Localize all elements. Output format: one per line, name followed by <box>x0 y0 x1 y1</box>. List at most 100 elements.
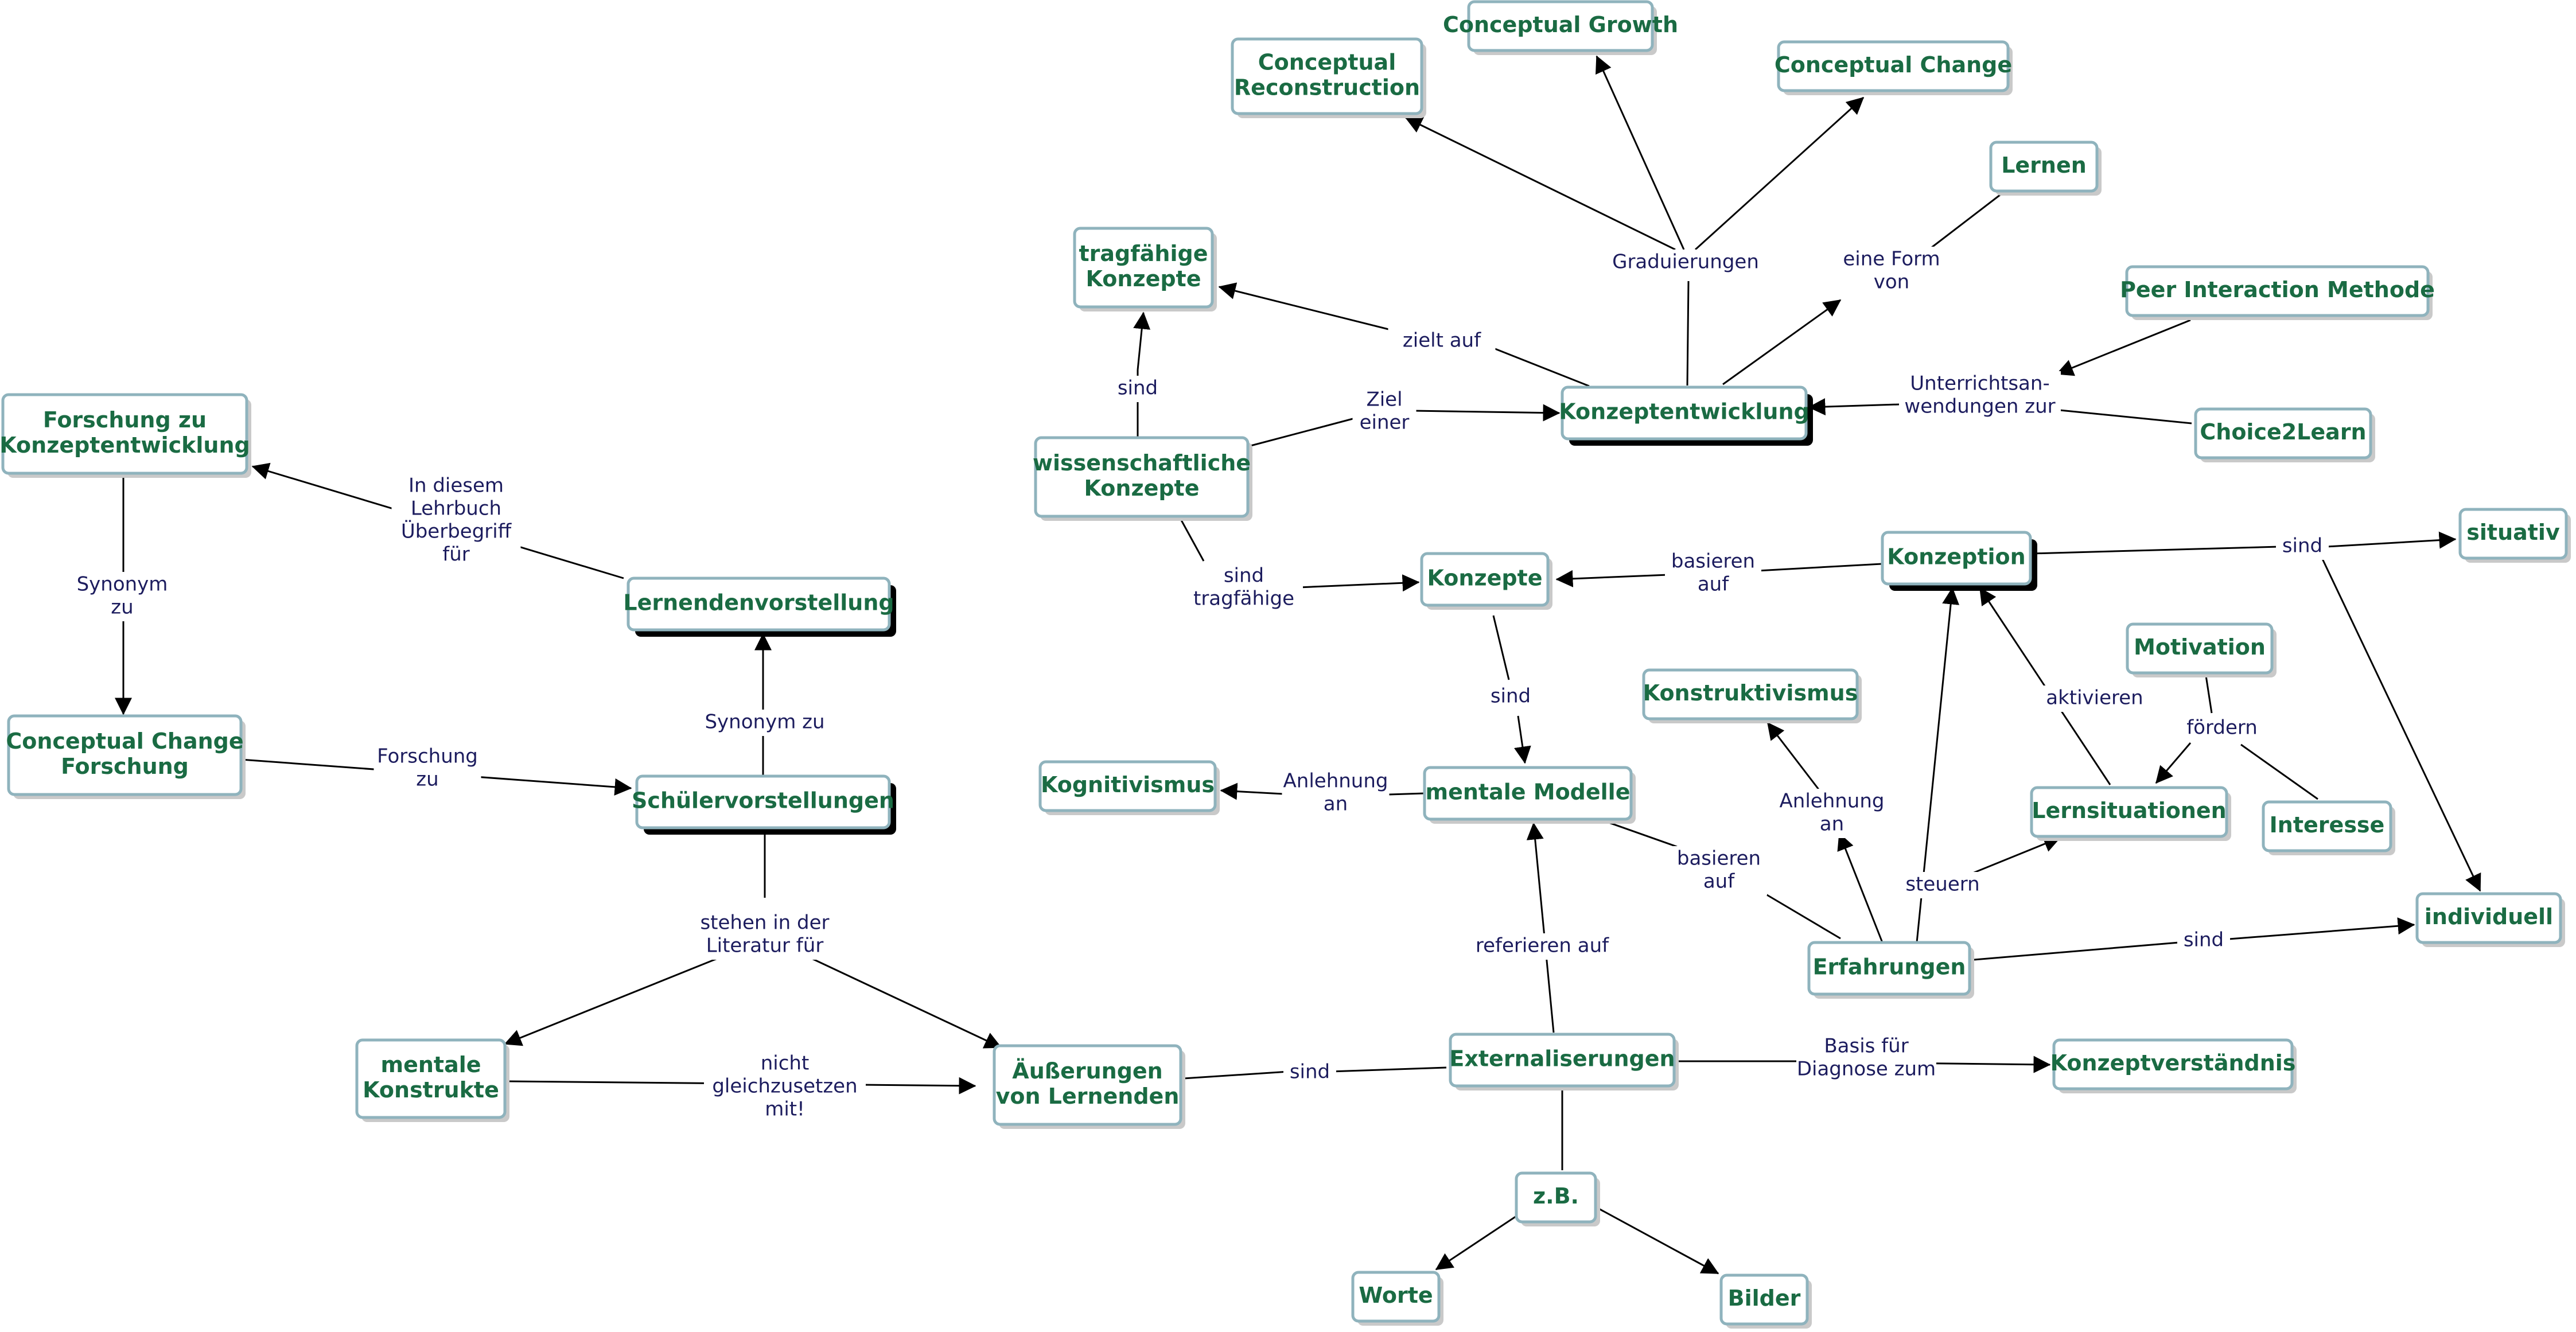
link-label-text: Unterrichtsan- <box>1910 372 2049 395</box>
concept-node-erfahrungen[interactable]: Erfahrungen <box>1807 941 1974 999</box>
link-label-text: zu <box>416 768 438 791</box>
connection-line <box>1762 891 1841 940</box>
concept-node-zb[interactable]: z.B. <box>1515 1171 1600 1226</box>
link-label-text: zielt auf <box>1403 329 1481 352</box>
concept-node-text: von Lernenden <box>996 1084 1180 1109</box>
link-label-aktivieren: aktivieren <box>2036 686 2154 712</box>
concept-node-peer-interaction[interactable]: Peer Interaction Methode <box>2120 265 2435 320</box>
link-label-text: Synonym <box>77 573 168 596</box>
concept-node-text: Conceptual Growth <box>1443 12 1678 37</box>
link-label-steuern: steuern <box>1900 872 1986 898</box>
connection-line <box>1974 941 2180 961</box>
concept-node-lernendenvorstellung[interactable]: Lernendenvorstellung <box>623 577 896 637</box>
link-label-graduierungen: Graduierungen <box>1610 250 1761 276</box>
concept-node-text: Konzeptentwicklung <box>0 433 250 458</box>
concept-node-text: Konzeptverständnis <box>2050 1050 2296 1076</box>
connection-line <box>1514 715 1531 764</box>
concept-node-worte[interactable]: Worte <box>1351 1271 1443 1326</box>
concept-node-text: Konzeptentwicklung <box>1559 399 1809 424</box>
concept-node-lernsituationen[interactable]: Lernsituationen <box>2030 786 2231 841</box>
concept-node-konstruktivismus[interactable]: Konstruktivismus <box>1642 668 1862 723</box>
concept-node-text: Konzepte <box>1084 476 1200 501</box>
link-label-sind-2: sind <box>2276 533 2329 560</box>
link-label-text: aktivieren <box>2046 687 2143 710</box>
concept-node-motivation[interactable]: Motivation <box>2126 622 2277 677</box>
concept-node-text: Lernsituationen <box>2032 798 2226 823</box>
connection-line <box>1133 311 1151 371</box>
concept-node-konzeptverstaendnis[interactable]: Konzeptverständnis <box>2050 1038 2297 1093</box>
link-label-text: an <box>1820 813 1844 836</box>
connection-line <box>1478 341 1590 387</box>
concept-node-text: Äußerungen <box>1012 1058 1162 1084</box>
connection-line <box>1722 299 1842 385</box>
link-label-foerdern: fördern <box>2179 715 2265 742</box>
connection-line <box>1218 282 1410 336</box>
concept-node-konzepte[interactable]: Konzepte <box>1420 552 1552 610</box>
link-label-sind-1: sind <box>1111 376 1164 402</box>
concept-node-conceptual-change[interactable]: Conceptual Change <box>1775 40 2013 95</box>
connection-line <box>1686 281 1690 386</box>
connection-line <box>2326 531 2457 549</box>
connection-line <box>1602 819 1678 848</box>
link-label-text: sind <box>2184 929 2224 952</box>
connection-line <box>2240 743 2318 800</box>
link-label-text: basieren <box>1671 550 1755 573</box>
concept-node-interesse[interactable]: Interesse <box>2262 800 2395 855</box>
concept-node-text: Schülervorstellungen <box>632 788 894 813</box>
concept-node-mentale-modelle[interactable]: mentale Modelle <box>1423 766 1636 824</box>
connection-line <box>2155 742 2192 784</box>
connection-line <box>1329 1066 1447 1073</box>
concept-node-text: Choice2Learn <box>2200 419 2366 445</box>
concept-node-kognitivismus[interactable]: Kognitivismus <box>1038 760 1220 815</box>
concept-node-externalisierungen[interactable]: Externaliserungen <box>1449 1033 1679 1090</box>
connection-line <box>1694 96 1865 251</box>
concept-node-text: Bilder <box>1728 1286 1801 1311</box>
connection-line <box>1412 404 1561 422</box>
concept-node-situativ[interactable]: situativ <box>2458 508 2571 563</box>
concept-node-text: Konzepte <box>1086 266 1201 291</box>
concept-node-text: Interesse <box>2270 812 2385 838</box>
connection-line <box>1928 190 2006 251</box>
concept-node-bilder[interactable]: Bilder <box>1719 1273 1812 1329</box>
link-label-text: sind <box>2282 535 2322 558</box>
link-label-text: einer <box>1360 411 1410 434</box>
link-label-text: fördern <box>2186 716 2258 739</box>
concept-node-text: Konzeption <box>1887 544 2025 570</box>
link-label-text: wendungen zur <box>1904 395 2055 418</box>
concept-node-schuelervorstellungen[interactable]: Schülervorstellungen <box>632 774 896 835</box>
link-label-text: an <box>1324 793 1348 816</box>
concept-node-text: Externaliserungen <box>1449 1046 1675 1072</box>
concept-node-lernen[interactable]: Lernen <box>1989 141 2102 196</box>
connection-line <box>2205 675 2213 714</box>
link-label-text: zu <box>111 596 133 619</box>
concept-node-text: Peer Interaction Methode <box>2120 277 2435 302</box>
link-label-text: Synonym zu <box>705 711 824 734</box>
link-label-text: mit! <box>765 1098 805 1121</box>
concept-node-konzeptentwicklung[interactable]: Konzeptentwicklung <box>1559 385 1813 446</box>
link-label-text: tragfähige <box>1193 587 1294 610</box>
link-labels: In diesemLehrbuchÜberbegrifffürSynonymzu… <box>77 247 2329 1123</box>
concept-node-konzeption[interactable]: Konzeption <box>1881 531 2037 591</box>
link-label-text: sind <box>1118 377 1158 400</box>
concept-node-conceptual-growth[interactable]: Conceptual Growth <box>1443 0 1678 55</box>
connection-line <box>1526 822 1555 1033</box>
concept-node-individuell[interactable]: individuell <box>2415 892 2565 947</box>
concept-node-text: Conceptual <box>1258 50 1396 75</box>
concept-node-choice2learn[interactable]: Choice2Learn <box>2194 407 2375 462</box>
concept-node-text: Motivation <box>2134 634 2266 660</box>
concept-node-text: individuell <box>2425 904 2553 929</box>
